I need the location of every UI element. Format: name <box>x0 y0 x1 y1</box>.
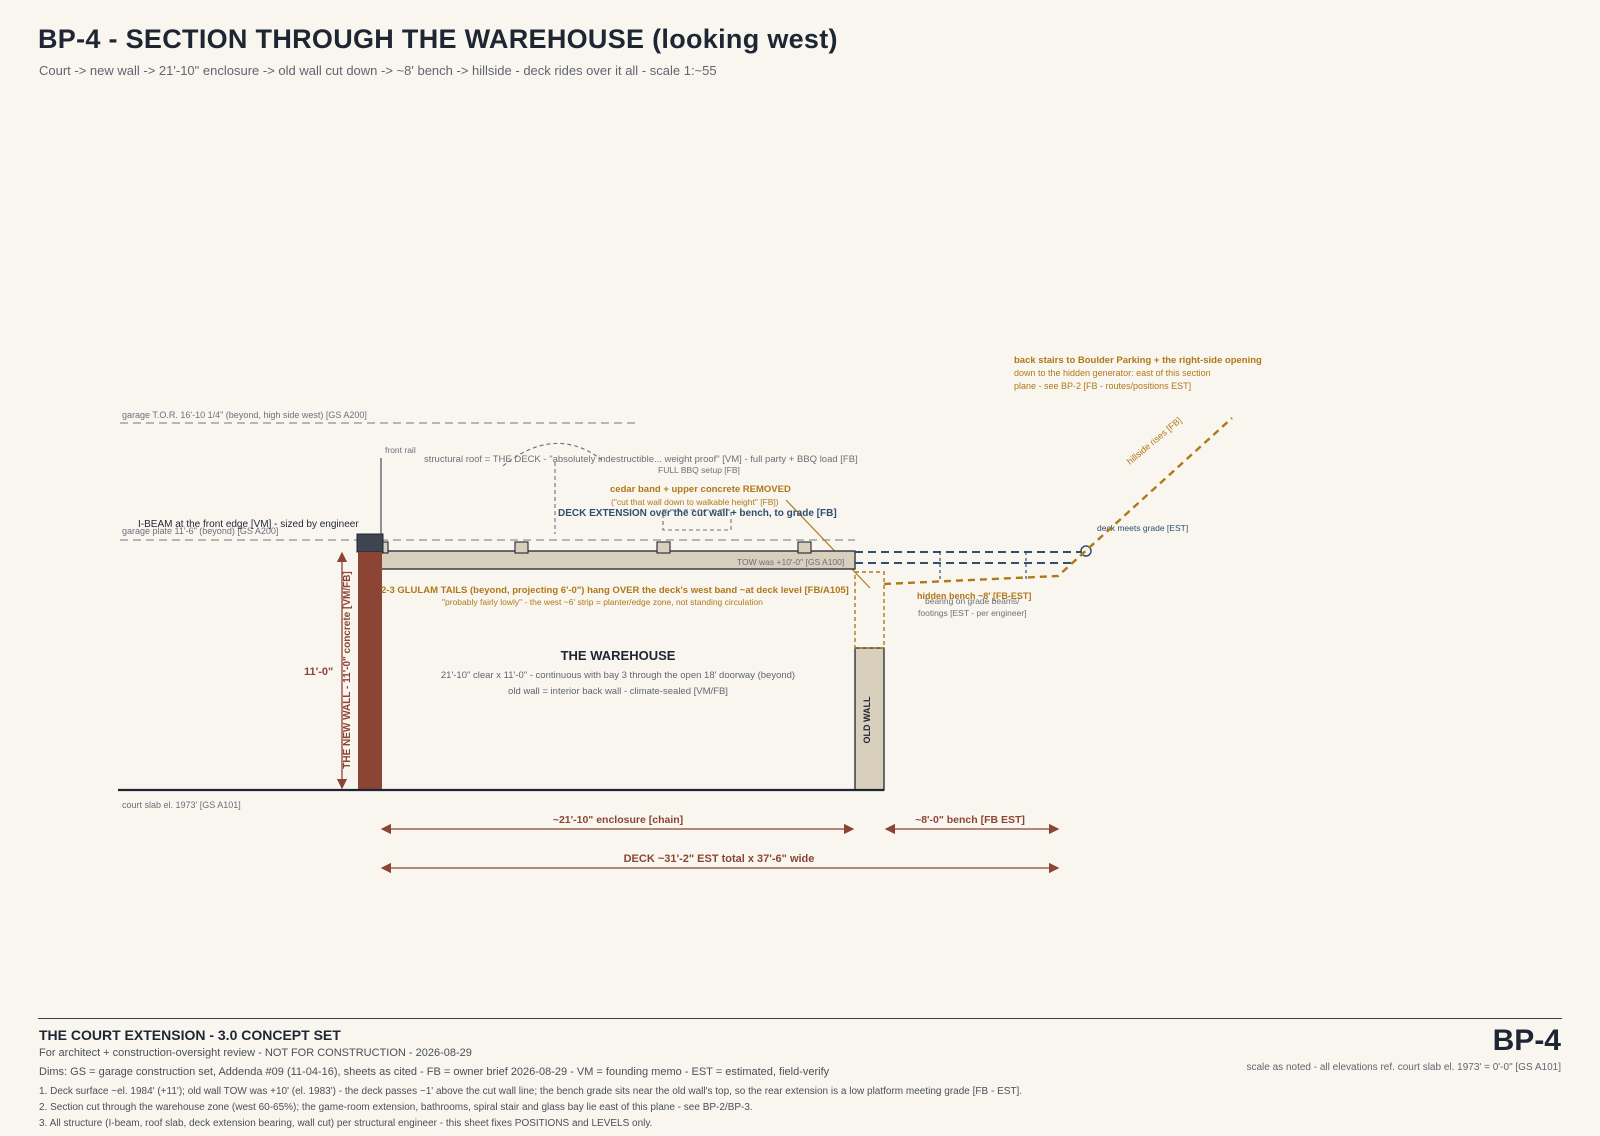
garage-plate-label: garage plate 11'-6" (beyond) [GS A200] <box>122 526 278 536</box>
warehouse-title: THE WAREHOUSE <box>561 648 676 663</box>
structural-roof-label: structural roof = THE DECK - "absolutely… <box>424 454 858 465</box>
note-3: 3. All structure (I-beam, roof slab, dec… <box>39 1118 653 1129</box>
glulam-tail-2 <box>514 541 529 554</box>
court-slab-label: court slab el. 1973' [GS A101] <box>122 800 241 810</box>
glulam-quote-label: "probably fairly lowly" - the west ~6' s… <box>442 597 763 607</box>
ibeam-label: I-BEAM at the front edge [VM] - sized by… <box>138 519 359 530</box>
full-bbq-label: FULL BBQ setup [FB] <box>658 465 740 475</box>
back-stairs-line-3: plane - see BP-2 [FB - routes/positions … <box>1014 381 1191 391</box>
footer-rule <box>38 1018 1562 1019</box>
cedar-quote-label: ("cut that wall down to walkable height"… <box>611 497 779 507</box>
bearing-line-1: bearing on grade beams/ <box>925 596 1020 606</box>
sheet-title: BP-4 - SECTION THROUGH THE WAREHOUSE (lo… <box>38 24 838 54</box>
bbq-dome <box>502 442 603 467</box>
cedar-leader <box>785 499 871 589</box>
cedar-band-label: cedar band + upper concrete REMOVED <box>610 484 791 495</box>
deck-extension-label: DECK EXTENSION over the cut wall + bench… <box>558 508 837 519</box>
old-wall-label: OLD WALL <box>862 696 872 743</box>
back-stairs-title: back stairs to Boulder Parking + the rig… <box>1014 355 1262 366</box>
new-wall-label: THE NEW WALL - 11'-0" concrete [VM/FB] <box>342 571 353 769</box>
enclosure-dim-label: ~21'-10" enclosure [chain] <box>553 814 683 826</box>
old-wall <box>854 647 885 791</box>
height-dim-label: 11'-0" <box>304 666 333 678</box>
deck-meets-grade-label: deck meets grade [EST] <box>1097 523 1188 533</box>
deck-total-dim-label: DECK ~31'-2" EST total x 37'-6" wide <box>624 853 815 865</box>
review-line: For architect + construction-oversight r… <box>39 1047 472 1059</box>
front-rail-label: front rail <box>385 445 416 455</box>
deck-grade-point <box>1080 545 1092 557</box>
ibeam-block <box>356 533 384 553</box>
tow-label: TOW was +10'-0" [GS A100] <box>737 557 844 567</box>
glulam-label: 2-3 GLULAM TAILS (beyond, projecting 6'-… <box>381 585 849 596</box>
sheet-number: BP-4 <box>1492 1024 1561 1057</box>
garage-tor-label: garage T.O.R. 16'-10 1/4" (beyond, high … <box>122 410 367 420</box>
bbq-box <box>662 509 732 531</box>
glulam-tail-4 <box>797 541 812 554</box>
removed-wall-upper <box>854 571 885 649</box>
scale-note: scale as noted - all elevations ref. cou… <box>1246 1062 1562 1073</box>
bearing-line-2: footings [EST - per engineer] <box>918 608 1027 618</box>
back-stairs-line-2: down to the hidden generator: east of th… <box>1014 368 1211 378</box>
glulam-tail-3 <box>656 541 671 554</box>
sheet-subtitle: Court -> new wall -> 21'-10" enclosure -… <box>39 63 717 78</box>
project-title: THE COURT EXTENSION - 3.0 CONCEPT SET <box>39 1027 341 1043</box>
bench-dim-label: ~8'-0" bench [FB EST] <box>915 814 1025 826</box>
hidden-bench-label: hidden bench ~8' [FB-EST] <box>917 591 1031 601</box>
new-wall <box>358 552 382 790</box>
dims-legend: Dims: GS = garage construction set, Adde… <box>39 1066 830 1078</box>
warehouse-line-1: 21'-10" clear x 11'-0" - continuous with… <box>441 670 795 681</box>
hillside-rises-label: hillside rises [FB] <box>1125 415 1184 466</box>
hillside-grade <box>883 417 1233 586</box>
note-2: 2. Section cut through the warehouse zon… <box>39 1102 753 1113</box>
note-1: 1. Deck surface ~el. 1984' (+11'); old w… <box>39 1086 1023 1097</box>
warehouse-line-2: old wall = interior back wall - climate-… <box>508 686 728 697</box>
